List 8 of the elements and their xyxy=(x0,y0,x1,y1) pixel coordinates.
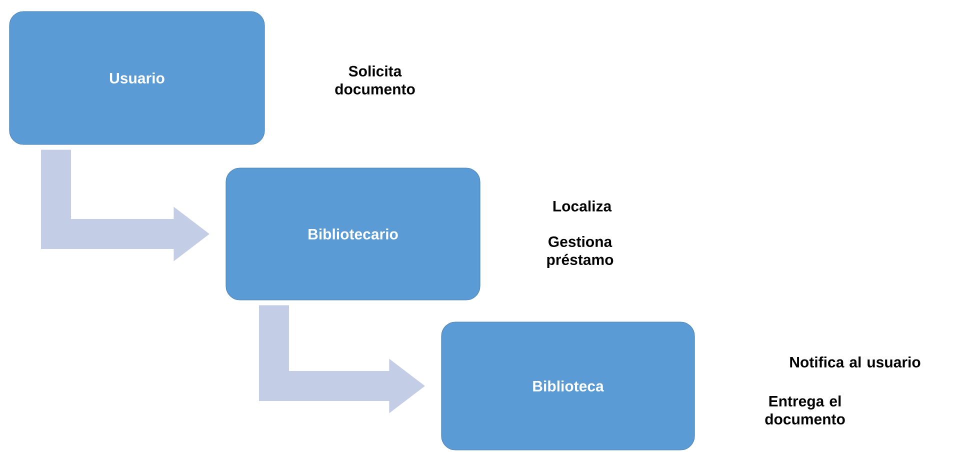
process-box: Bibliotecario xyxy=(226,168,480,300)
step-text: Gestiona préstamo xyxy=(547,236,614,268)
step-text: Solicita documento xyxy=(335,66,415,94)
step-text: Notifica al usuario xyxy=(790,356,920,368)
process-box: Biblioteca xyxy=(441,322,695,450)
step-text: Localiza xyxy=(553,200,612,212)
process-box: Usuario xyxy=(9,11,265,145)
step-text: Entrega el documento xyxy=(765,396,845,424)
